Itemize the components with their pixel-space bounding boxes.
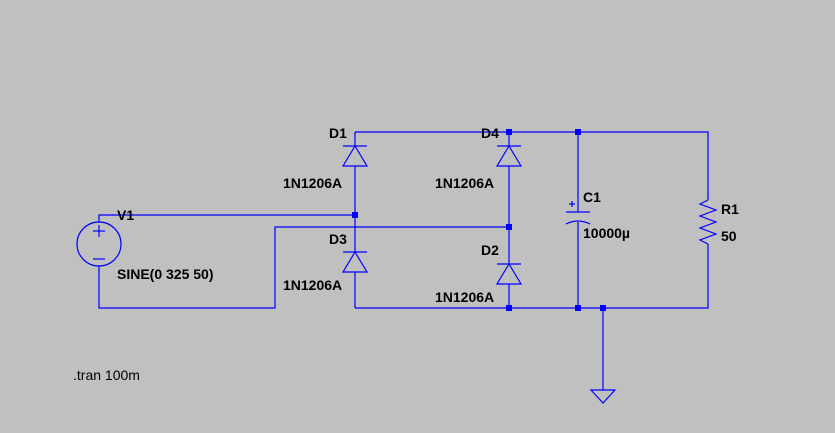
v1-ref-label[interactable]: V1 — [117, 207, 134, 223]
r1-value-label[interactable]: 50 — [721, 228, 737, 244]
c1-ref-label[interactable]: C1 — [583, 189, 601, 205]
v1-value-label[interactable]: SINE(0 325 50) — [117, 266, 214, 282]
wire-bottom-rail[interactable] — [355, 244, 709, 309]
voltage-source-v1[interactable] — [76, 221, 122, 267]
wire-v1-bottom[interactable] — [98, 226, 509, 309]
junction-dot — [600, 305, 606, 311]
junction-dot — [575, 129, 581, 135]
diode-d1[interactable] — [341, 144, 369, 167]
diode-d4[interactable] — [495, 144, 523, 167]
junction-dot — [506, 224, 512, 230]
junctions — [352, 129, 606, 311]
wire-top-rail-main[interactable] — [355, 131, 709, 200]
d3-model-label[interactable]: 1N1206A — [283, 277, 342, 293]
junction-dot — [506, 129, 512, 135]
diode-d2[interactable] — [495, 262, 523, 285]
c1-value-label[interactable]: 10000µ — [583, 225, 630, 241]
d4-ref-label[interactable]: D4 — [481, 125, 499, 141]
junction-dot — [506, 305, 512, 311]
d2-ref-label[interactable]: D2 — [481, 242, 499, 258]
junction-dot — [352, 212, 358, 218]
ground-icon[interactable] — [589, 389, 617, 404]
spice-directive[interactable]: .tran 100m — [73, 367, 140, 383]
d1-model-label[interactable]: 1N1206A — [283, 175, 342, 191]
diode-d3[interactable] — [341, 250, 369, 273]
r1-ref-label[interactable]: R1 — [721, 201, 739, 217]
d1-ref-label[interactable]: D1 — [329, 125, 347, 141]
wires — [98, 131, 709, 390]
junction-dot — [575, 305, 581, 311]
d4-model-label[interactable]: 1N1206A — [435, 175, 494, 191]
capacitor-c1[interactable] — [565, 201, 591, 225]
d3-ref-label[interactable]: D3 — [329, 231, 347, 247]
d2-model-label[interactable]: 1N1206A — [435, 289, 494, 305]
resistor-r1[interactable] — [698, 199, 718, 245]
wire-v1-top[interactable] — [98, 214, 355, 222]
